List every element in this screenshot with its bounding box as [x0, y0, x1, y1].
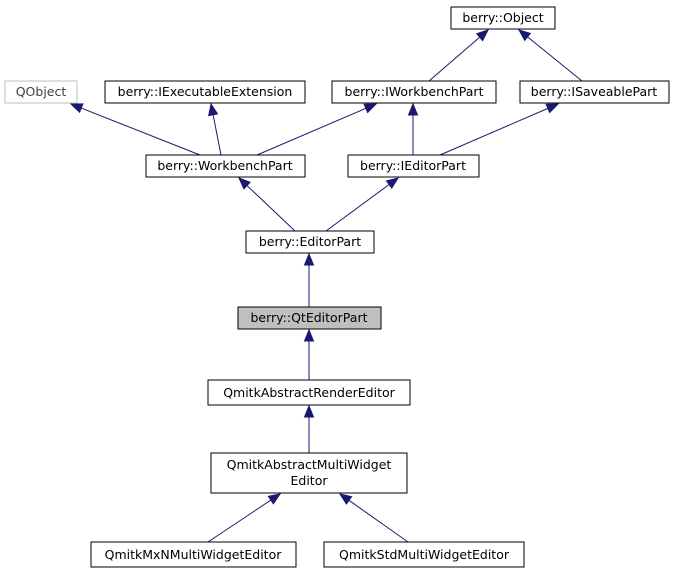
arrowhead-icon: [303, 404, 315, 418]
node-label-line2: Editor: [291, 473, 329, 488]
edge-line: [348, 499, 409, 543]
node-berry-ieditorpart[interactable]: berry::IEditorPart: [347, 154, 480, 178]
edge-editorpart-to-workbenchpart: [238, 177, 296, 232]
edge-ieditorpart-to-isaveablepart: [439, 103, 560, 156]
arrowhead-icon: [208, 102, 219, 117]
edges-layer: [69, 29, 583, 543]
arrowhead-icon: [385, 177, 400, 190]
edge-abstractrender-to-qteditorpart: [303, 328, 315, 380]
node-qobject[interactable]: QObject: [4, 80, 78, 104]
node-label: berry::IWorkbenchPart: [345, 84, 484, 99]
arrowhead-icon: [363, 103, 378, 114]
arrowhead-icon: [338, 493, 353, 505]
arrowhead-icon: [267, 493, 282, 505]
edge-line: [256, 107, 367, 156]
edge-workbenchpart-to-iexecutable: [208, 102, 222, 156]
node-qmitkstdmultiwidgeteditor[interactable]: QmitkStdMultiWidgetEditor: [323, 541, 525, 568]
node-berry-iworkbenchpart[interactable]: berry::IWorkbenchPart: [331, 80, 497, 104]
edge-line: [439, 107, 549, 156]
node-berry-isaveablepart[interactable]: berry::ISaveablePart: [519, 80, 670, 104]
node-berry-object[interactable]: berry::Object: [450, 6, 556, 30]
arrowhead-icon: [238, 177, 251, 190]
node-berry-qteditorpart[interactable]: berry::QtEditorPart: [237, 306, 382, 330]
node-label: berry::IExecutableExtension: [118, 84, 293, 99]
node-label: QmitkStdMultiWidgetEditor: [339, 547, 510, 562]
node-label: berry::IEditorPart: [360, 158, 466, 173]
node-qmitkabstractrendereditor[interactable]: QmitkAbstractRenderEditor: [207, 379, 411, 406]
edge-line: [527, 36, 583, 82]
node-label: QmitkMxNMultiWidgetEditor: [105, 547, 283, 562]
edge-line: [212, 114, 222, 156]
node-label: berry::Object: [462, 10, 543, 25]
edge-abstractmulti-to-abstractrender: [303, 404, 315, 453]
node-label-line1: QmitkAbstractMultiWidget: [227, 457, 392, 472]
edge-isaveablepart-to-object: [517, 29, 583, 82]
edge-line: [428, 36, 481, 82]
node-qmitkmxnmultiwidgeteditor[interactable]: QmitkMxNMultiWidgetEditor: [90, 541, 297, 568]
edge-editorpart-to-ieditorpart: [325, 177, 400, 232]
edge-ieditorpart-to-iworkbenchpart: [407, 102, 419, 155]
arrowhead-icon: [517, 29, 532, 42]
edge-mxn-to-abstractmulti: [207, 493, 282, 543]
edge-workbenchpart-to-iworkbenchpart: [256, 103, 378, 156]
node-berry-editorpart[interactable]: berry::EditorPart: [245, 230, 375, 254]
edge-workbenchpart-to-qobject: [69, 103, 201, 156]
node-label: berry::WorkbenchPart: [157, 158, 292, 173]
arrowhead-icon: [303, 252, 315, 266]
node-label: berry::QtEditorPart: [250, 310, 367, 325]
edge-line: [81, 107, 201, 156]
node-label: QObject: [16, 84, 67, 99]
node-label: berry::ISaveablePart: [531, 84, 657, 99]
node-berry-iexecutableextension[interactable]: berry::IExecutableExtension: [104, 80, 306, 104]
arrowhead-icon: [545, 103, 560, 114]
arrowhead-icon: [475, 29, 489, 42]
arrowhead-icon: [303, 328, 315, 342]
edge-line: [246, 185, 296, 232]
arrowhead-icon: [407, 102, 419, 116]
node-qmitkabstractmultiwidgeteditor[interactable]: QmitkAbstractMultiWidget Editor: [210, 452, 408, 494]
arrowhead-icon: [69, 103, 84, 114]
node-berry-workbenchpart[interactable]: berry::WorkbenchPart: [145, 154, 306, 178]
edge-line: [207, 499, 272, 543]
edge-iworkbenchpart-to-object: [428, 29, 489, 82]
edge-std-to-abstractmulti: [338, 493, 409, 543]
node-label: berry::EditorPart: [259, 234, 361, 249]
edge-line: [325, 184, 390, 232]
edge-qteditorpart-to-editorpart: [303, 252, 315, 307]
node-label: QmitkAbstractRenderEditor: [223, 385, 395, 400]
